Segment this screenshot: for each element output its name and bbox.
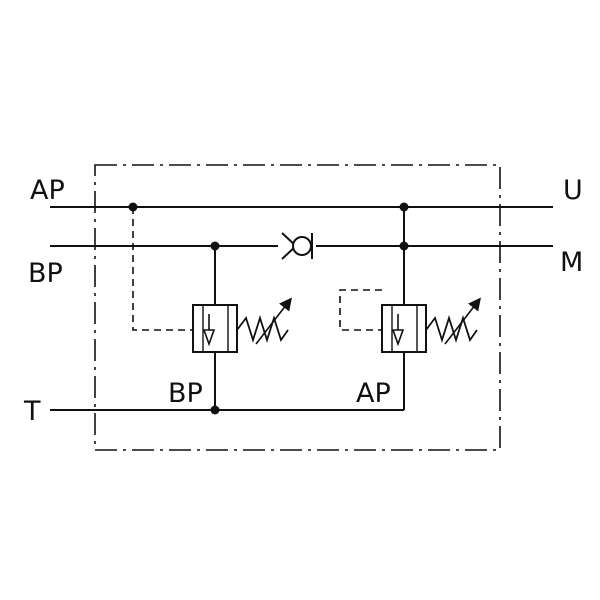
junction-dot	[210, 405, 220, 415]
port-ap-label: AP	[30, 175, 65, 206]
adjustable-spring-icon	[425, 297, 481, 345]
port-m-label: M	[560, 247, 583, 278]
check-valve-icon	[278, 228, 316, 264]
junction-dot	[128, 202, 138, 212]
junction-dot	[399, 241, 409, 251]
relief-valve-icon	[192, 304, 238, 353]
adjustable-spring-icon	[236, 297, 292, 345]
port-t-label: T	[23, 396, 41, 427]
junction-dot	[210, 241, 220, 251]
right-valve-label: AP	[356, 378, 391, 409]
left-pilot-line	[132, 207, 193, 331]
port-u-label: U	[563, 175, 583, 206]
valve-block-enclosure	[94, 164, 501, 451]
right-pilot-line	[339, 289, 382, 331]
port-bp-label: BP	[28, 258, 63, 289]
junction-dot	[399, 202, 409, 212]
relief-valve-icon	[381, 304, 427, 353]
left-valve-label: BP	[168, 378, 203, 409]
